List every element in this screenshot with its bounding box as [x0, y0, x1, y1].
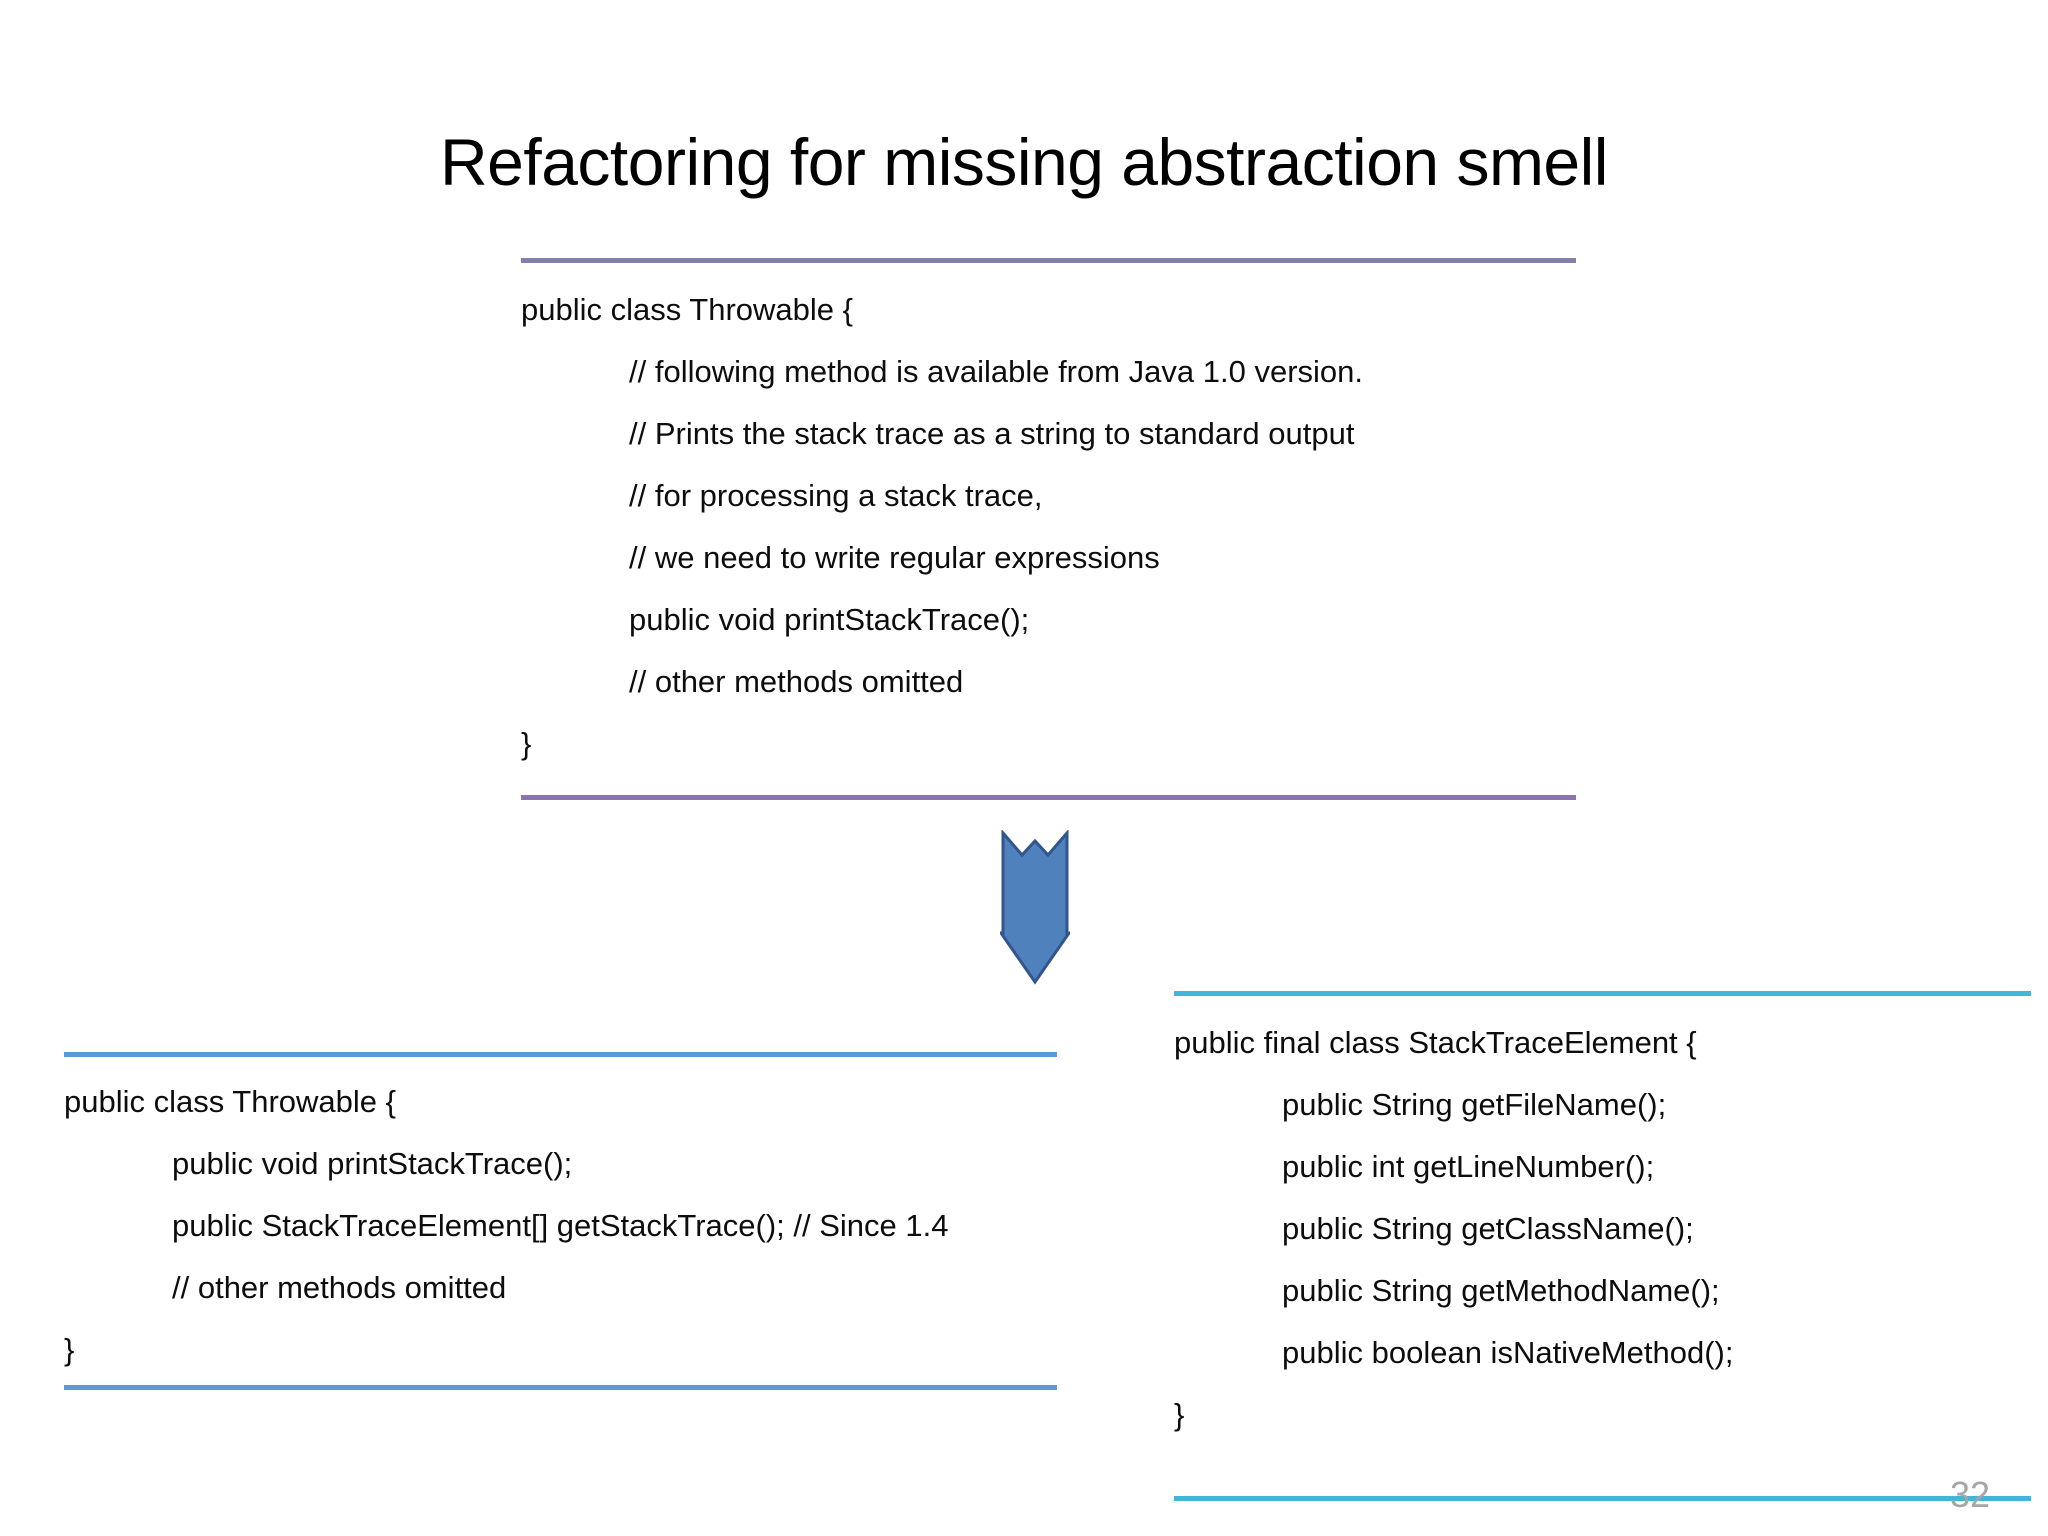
code-line: } [521, 726, 532, 761]
code-line: public String getClassName(); [1282, 1211, 1694, 1246]
code-line: public StackTraceElement[] getStackTrace… [172, 1208, 949, 1243]
block-left-divider-bottom [64, 1385, 1057, 1390]
block-top-divider-top [521, 258, 1576, 263]
block-right-divider-top [1174, 991, 2031, 996]
arrow-down-shape [998, 828, 1072, 985]
code-line: public class Throwable { [64, 1084, 396, 1119]
code-line: // for processing a stack trace, [629, 478, 1043, 513]
code-line: public final class StackTraceElement { [1174, 1025, 1697, 1060]
code-line: public int getLineNumber(); [1282, 1149, 1655, 1184]
page-title: Refactoring for missing abstraction smel… [440, 125, 1608, 199]
block-right-lines: public final class StackTraceElement { pu… [1174, 996, 2031, 1496]
code-line: public void printStackTrace(); [629, 602, 1030, 637]
code-line: // other methods omitted [172, 1270, 507, 1305]
code-line: // other methods omitted [629, 664, 964, 699]
page-number: 32 [1949, 1474, 1990, 1515]
code-line: public boolean isNativeMethod(); [1282, 1335, 1734, 1370]
arrow-down-icon [998, 828, 1072, 985]
block-right-divider-bottom [1174, 1496, 2031, 1501]
code-line: // Prints the stack trace as a string to… [629, 416, 1355, 451]
code-line: // following method is available from Ja… [629, 354, 1364, 389]
code-line: public String getFileName(); [1282, 1087, 1667, 1122]
block-left-divider-top [64, 1052, 1057, 1057]
code-line: public void printStackTrace(); [172, 1146, 573, 1181]
code-line: public String getMethodName(); [1282, 1273, 1720, 1308]
code-line: public class Throwable { [521, 292, 853, 327]
block-left-lines: public class Throwable { public void prin… [64, 1057, 1057, 1385]
block-top-divider-bottom [521, 795, 1576, 800]
code-line: // we need to write regular expressions [629, 540, 1160, 575]
block-top-lines: public class Throwable { // following met… [521, 263, 1576, 795]
stacktraceelement-code-block: public final class StackTraceElement { pu… [1174, 991, 2031, 1501]
throwable-after-code-block: public class Throwable { public void prin… [64, 1052, 1057, 1390]
code-line: } [1174, 1397, 1185, 1432]
arrow-down-glyph [998, 828, 1072, 985]
throwable-before-code-block: public class Throwable { // following met… [521, 258, 1576, 800]
code-line: } [64, 1332, 75, 1367]
